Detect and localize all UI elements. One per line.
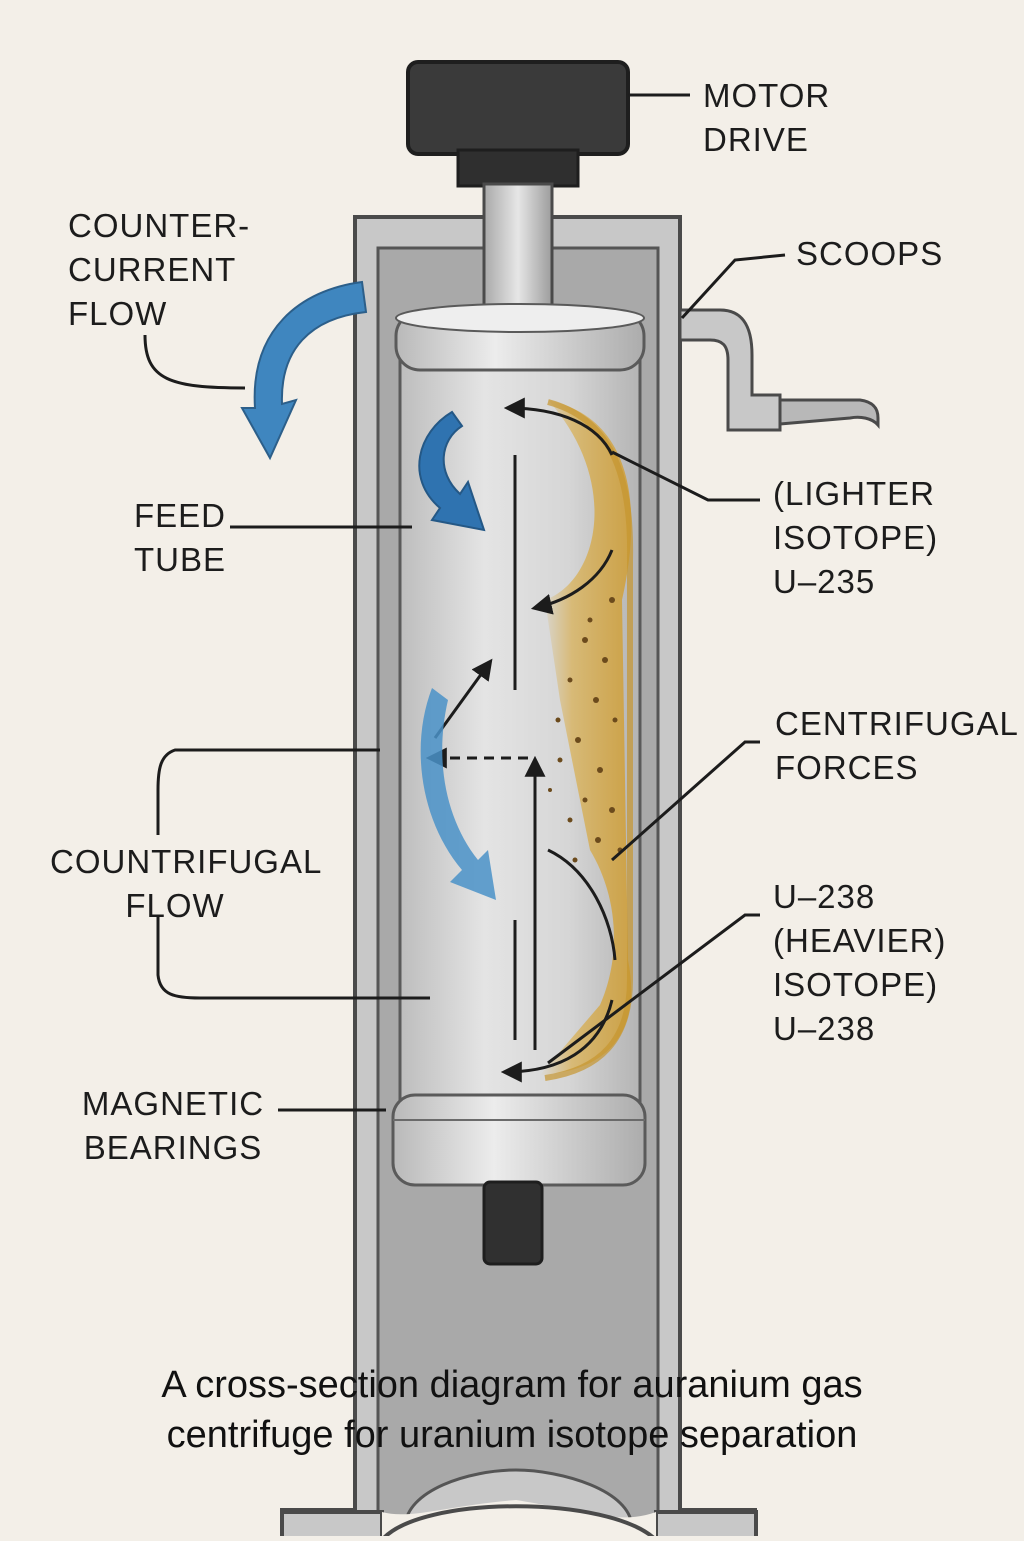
motor-drive — [406, 60, 630, 314]
label-scoops: SCOOPS — [796, 235, 944, 272]
label-feed-tube: FEED TUBE — [134, 497, 227, 578]
leader-lines — [143, 93, 786, 1112]
isotope-layer — [540, 399, 634, 1081]
internal-flow-lines — [425, 397, 617, 1083]
label-motor-drive: MOTOR DRIVE — [703, 77, 831, 158]
countrifugal-flow-arrow — [420, 688, 496, 900]
figure-caption: A cross-section diagram for auranium gas… — [161, 1364, 863, 1456]
blue-flow-arrows — [240, 280, 496, 900]
label-lighter-isotope: (LIGHTER ISOTOPE) U–235 — [773, 475, 939, 600]
feed-flow-arrow — [418, 410, 486, 532]
label-centrifugal-forces: CENTRIFUGAL FORCES — [775, 705, 1019, 786]
label-countrifugal-flow: COUNTRIFUGAL FLOW — [50, 843, 323, 924]
counter-current-arrow — [240, 280, 368, 461]
scoop-pipe — [678, 308, 880, 432]
label-counter-current-flow: COUNTER- CURRENT FLOW — [68, 207, 251, 332]
label-heavier-isotope: U–238 (HEAVIER) ISOTOPE) U–238 — [773, 878, 947, 1047]
label-magnetic-bearings: MAGNETIC BEARINGS — [81, 1085, 265, 1166]
particle-dots — [548, 597, 623, 863]
